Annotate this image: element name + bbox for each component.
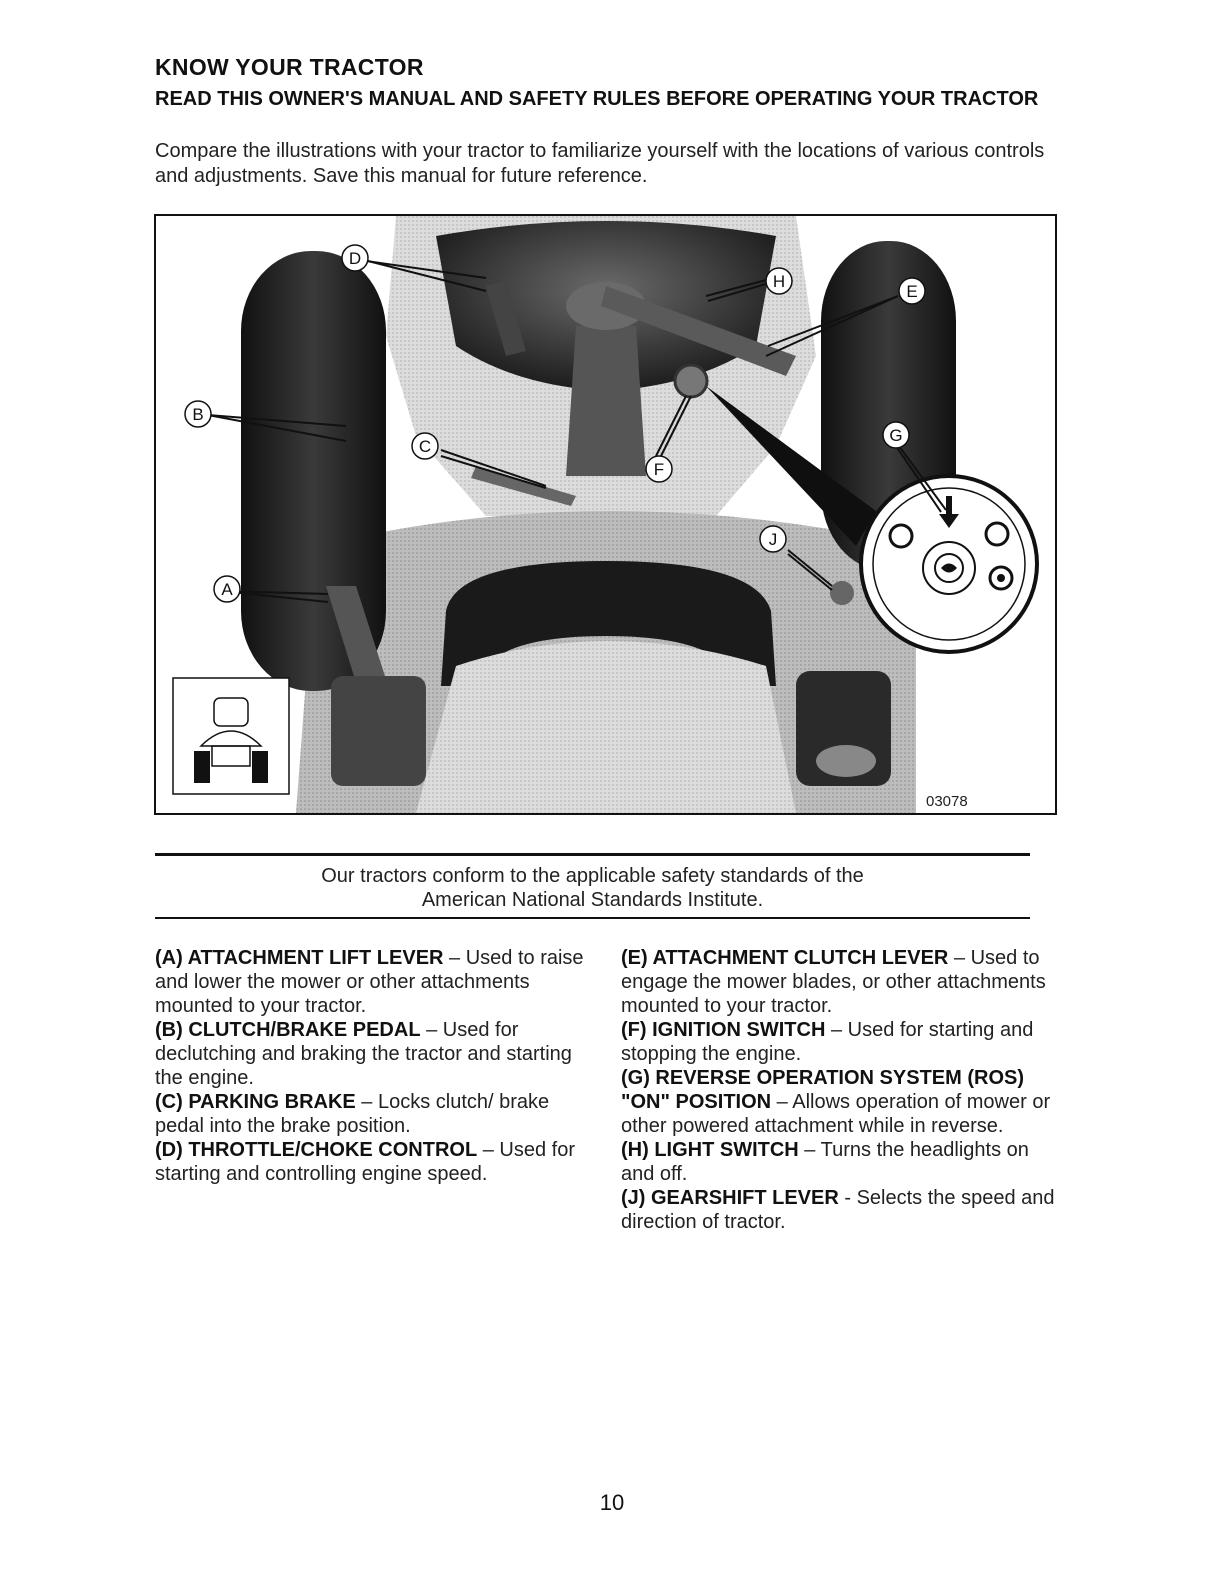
throttle-lever: [486, 281, 526, 356]
control-entry-j: (J) GEARSHIFT LEVER - Selects the speed …: [621, 1186, 1061, 1234]
control-term: (H) LIGHT SWITCH: [621, 1139, 799, 1161]
divider-top: [155, 853, 1030, 856]
tractor-illustration-svg: D H E B C G F J: [156, 216, 1055, 813]
control-term: (C) PARKING BRAKE: [155, 1091, 356, 1113]
leader-lines: [207, 260, 947, 603]
controls-list-left: (A) ATTACHMENT LIFT LEVER – Used to rais…: [155, 946, 585, 1186]
page-number: 10: [599, 1490, 625, 1515]
control-desc: – Locks clutch/ brake pedal into the bra…: [155, 1091, 550, 1137]
callout-a: A: [213, 575, 241, 603]
ros-arrow-icon: [939, 496, 959, 528]
locator-inset: [172, 677, 290, 795]
callout-j: J: [759, 525, 787, 553]
callout-g-label: G: [889, 426, 902, 445]
callout-h-label: H: [773, 272, 785, 291]
controls-list-right: (E) ATTACHMENT CLUTCH LEVER – Used to en…: [621, 946, 1061, 1234]
intro-paragraph: Compare the illustrations with your trac…: [155, 140, 1045, 187]
callout-b: B: [184, 400, 212, 428]
standards-note: Our tractors conform to the applicable s…: [155, 864, 1030, 912]
page-title: KNOW YOUR TRACTOR: [155, 54, 424, 80]
divider-bottom: [155, 917, 1030, 919]
control-term: (D) THROTTLE/CHOKE CONTROL: [155, 1139, 478, 1161]
parking-brake: [471, 466, 576, 506]
control-desc: – Used for declutching and braking the t…: [155, 1019, 572, 1089]
callout-c-label: C: [419, 437, 431, 456]
control-desc: – Allows operation of mower or other pow…: [621, 1091, 1051, 1137]
tractor-controls-illustration: D H E B C G F J: [154, 214, 1057, 815]
control-entry-e: (E) ATTACHMENT CLUTCH LEVER – Used to en…: [621, 946, 1061, 1018]
left-tire: [241, 251, 386, 691]
control-term: (G) REVERSE OPERATION SYSTEM (ROS) "ON" …: [621, 1067, 1024, 1113]
seat: [441, 561, 776, 686]
figure-code: 03078: [926, 793, 968, 810]
control-desc: – Used for starting and stopping the eng…: [621, 1019, 1034, 1065]
cup-holder: [816, 745, 876, 777]
control-desc: – Used for starting and controlling engi…: [155, 1139, 576, 1185]
control-term: (B) CLUTCH/BRAKE PEDAL: [155, 1019, 421, 1041]
control-entry-f: (F) IGNITION SWITCH – Used for starting …: [621, 1018, 1061, 1066]
control-entry-c: (C) PARKING BRAKE – Locks clutch/ brake …: [155, 1090, 585, 1138]
callout-b-label: B: [192, 405, 203, 424]
ignition-switch: [673, 363, 709, 399]
callout-j-label: J: [769, 530, 778, 549]
control-desc: – Used to engage the mower blades, or ot…: [621, 947, 1046, 1017]
control-entry-g: (G) REVERSE OPERATION SYSTEM (ROS) "ON" …: [621, 1066, 1061, 1138]
safety-heading: READ THIS OWNER'S MANUAL AND SAFETY RULE…: [155, 88, 1039, 110]
start-symbol-icon: [988, 565, 1014, 591]
control-entry-d: (D) THROTTLE/CHOKE CONTROL – Used for st…: [155, 1138, 585, 1186]
control-entry-h: (H) LIGHT SWITCH – Turns the headlights …: [621, 1138, 1061, 1186]
callout-e-label: E: [906, 282, 917, 301]
run-symbol-icon: [984, 521, 1010, 547]
callout-f-label: F: [654, 460, 664, 479]
control-desc: – Used to raise and lower the mower or o…: [155, 947, 584, 1017]
control-entry-a: (A) ATTACHMENT LIFT LEVER – Used to rais…: [155, 946, 585, 1018]
off-symbol-icon: [888, 523, 914, 549]
gearshift-knob: [830, 581, 854, 605]
ros-key-switch-inset: [859, 474, 1039, 654]
callout-e: E: [898, 277, 926, 305]
control-desc: - Selects the speed and direction of tra…: [621, 1187, 1055, 1233]
control-desc: – Turns the headlights on and off.: [621, 1139, 1029, 1185]
callout-h: H: [765, 267, 793, 295]
callout-d: D: [341, 244, 369, 272]
left-fender-box: [331, 676, 426, 786]
standards-line-2: American National Standards Institute.: [421, 889, 764, 911]
control-term: (F) IGNITION SWITCH: [621, 1019, 826, 1041]
control-term: (A) ATTACHMENT LIFT LEVER: [155, 947, 444, 969]
callout-g: G: [882, 421, 910, 449]
clutch-lever: [601, 286, 796, 376]
inset-pointer: [706, 386, 876, 546]
control-entry-b: (B) CLUTCH/BRAKE PEDAL – Used for declut…: [155, 1018, 585, 1090]
standards-line-1: Our tractors conform to the applicable s…: [321, 865, 864, 887]
callout-a-label: A: [221, 580, 233, 599]
callout-c: C: [411, 432, 439, 460]
seat-cushion: [416, 641, 796, 813]
steering-column: [566, 326, 646, 476]
control-term: (J) GEARSHIFT LEVER: [621, 1187, 839, 1209]
control-term: (E) ATTACHMENT CLUTCH LEVER: [621, 947, 949, 969]
callout-f: F: [645, 455, 673, 483]
callout-d-label: D: [349, 249, 361, 268]
